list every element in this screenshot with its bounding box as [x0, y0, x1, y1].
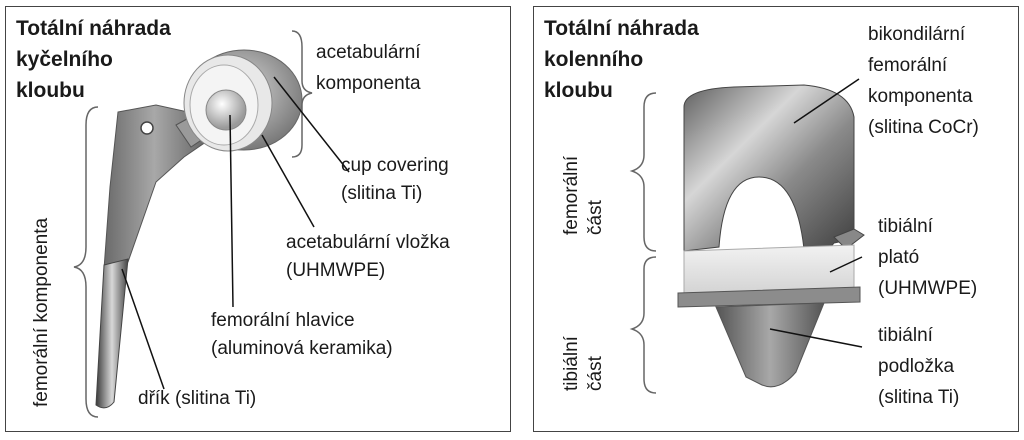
- hip-title-line-3: kloubu: [16, 79, 85, 102]
- stem-leader: [121, 268, 165, 390]
- knee-prosthesis-illustration: [629, 78, 865, 394]
- femoral-component-label: femorální komponenta: [31, 217, 52, 407]
- femoral-component-brace: [73, 106, 99, 418]
- femoral-part-brace: [629, 92, 657, 252]
- tibial-plateau-label: tibiální plató (UHMWPE): [878, 216, 978, 299]
- acetabular-liner-label: acetabulární vložka (UHMWPE): [286, 232, 450, 281]
- stem-body: [103, 104, 217, 270]
- femoral-head-leader: [229, 114, 234, 308]
- knee-title: Totální náhrada kolenního kloubu: [544, 13, 699, 106]
- acetabular-component-label: acetabulární komponenta: [316, 42, 421, 94]
- knee-title-line-1: Totální náhrada: [544, 17, 699, 40]
- knee-title-line-2: kolenního: [544, 48, 644, 71]
- stem-hole: [140, 121, 154, 135]
- tibial-plateau-leader: [829, 256, 863, 273]
- tibial-plateau: [683, 244, 855, 294]
- stem-rod: [95, 258, 129, 409]
- hip-prosthesis-illustration: [73, 30, 350, 418]
- hip-title: Totální náhrada kyčelního kloubu: [16, 13, 171, 106]
- acetabular-component-brace: [291, 30, 313, 158]
- femoral-head: [205, 89, 247, 131]
- stem-label: dřík (slitina Ti): [138, 388, 257, 409]
- acetabular-liner-leader: [261, 134, 315, 228]
- knee-panel: Totální náhrada kolenního kloubu: [533, 6, 1019, 432]
- hip-panel: Totální náhrada kyčelního kloubu: [5, 6, 511, 432]
- femoral-head-label: femorální hlavice (aluminová keramika): [211, 310, 393, 359]
- femoral-component-leader: [793, 78, 860, 124]
- tibial-part-brace: [629, 256, 657, 394]
- femoral-part-label: femorální část: [561, 155, 606, 235]
- tibial-tray: [677, 286, 861, 308]
- bicondylar-femoral-component-label: bikondilární femorální komponenta (sliti…: [868, 24, 979, 138]
- hip-title-line-2: kyčelního: [16, 48, 113, 71]
- tibial-baseplate-label: tibiální podložka (slitina Ti): [878, 325, 960, 408]
- tibial-part-label: tibiální část: [561, 336, 606, 391]
- knee-title-line-3: kloubu: [544, 79, 613, 102]
- cup-covering-leader: [273, 76, 350, 173]
- femoral-component: [683, 84, 855, 253]
- tibial-baseplate-leader: [769, 328, 863, 348]
- cup-covering-label: cup covering (slitina Ti): [341, 155, 449, 204]
- hip-title-line-1: Totální náhrada: [16, 17, 171, 40]
- tibial-keel: [715, 302, 825, 388]
